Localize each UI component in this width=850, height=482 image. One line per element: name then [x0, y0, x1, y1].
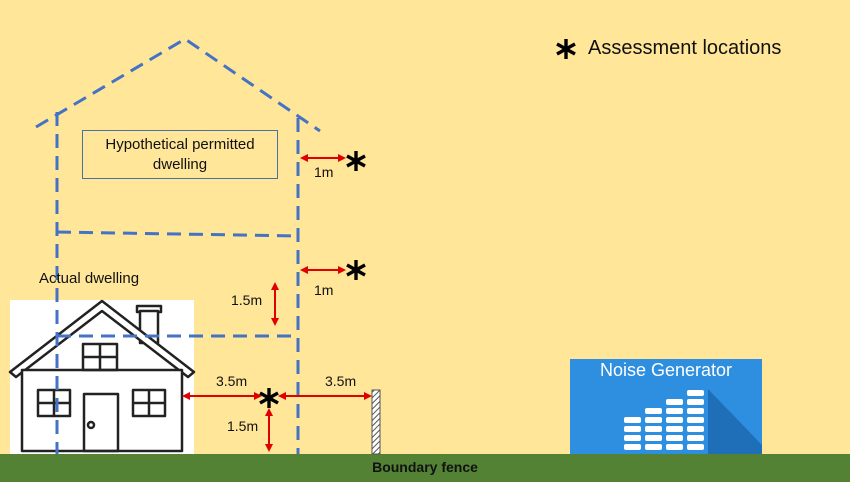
middle-distance-label: 1m — [314, 282, 334, 298]
legend-label: Assessment locations — [588, 37, 782, 59]
vertical-upper-distance-label: 1.5m — [231, 292, 263, 308]
noise-generator-label: Noise Generator — [599, 360, 733, 380]
boundary-fence-label: Boundary fence — [372, 459, 478, 475]
upper-distance-label: 1m — [314, 164, 334, 180]
left-distance-label: 3.5m — [216, 373, 248, 389]
asterisk-middle-icon — [346, 260, 366, 280]
house-icon — [8, 299, 196, 453]
hypothetical-dwelling-outline — [35, 37, 321, 454]
boundary-fence-post — [371, 389, 381, 455]
noise-generator-shadow — [708, 389, 762, 454]
vertical-lower-distance-label: 1.5m — [227, 418, 259, 434]
ground-strip — [0, 454, 850, 482]
assessment-markers — [259, 39, 576, 408]
asterisk-ground-icon — [259, 388, 279, 408]
right-distance-label: 3.5m — [325, 373, 357, 389]
equalizer-icon — [624, 390, 704, 450]
hypothetical-dwelling-label: Hypothetical permitted dwelling — [82, 130, 278, 179]
asterisk-upper-icon — [346, 151, 366, 171]
actual-dwelling-label: Actual dwelling — [39, 270, 140, 287]
asterisk-legend-icon — [556, 39, 576, 59]
dimension-arrows — [182, 154, 372, 452]
